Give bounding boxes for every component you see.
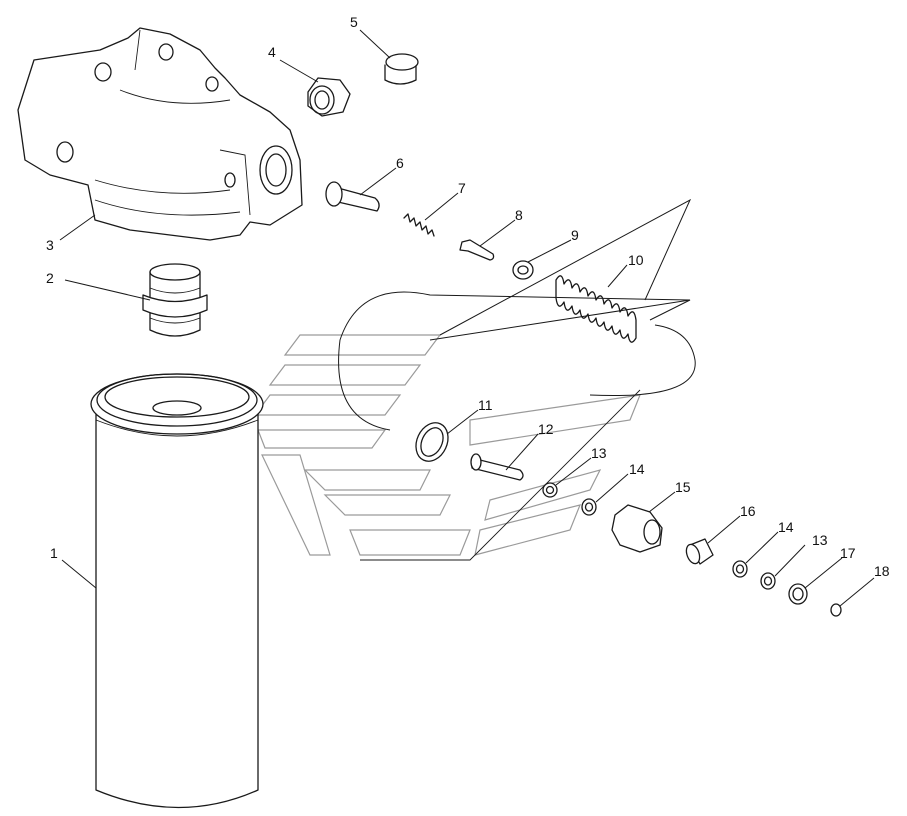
callout-17: 17	[840, 545, 856, 561]
threaded-nipple	[142, 263, 208, 337]
fitting-part-4	[307, 77, 351, 117]
callout-14-upper: 14	[629, 461, 645, 477]
callout-16: 16	[740, 503, 756, 519]
plug-part-5	[384, 53, 419, 85]
spring-part-10	[555, 275, 637, 343]
spring-part-7	[403, 213, 435, 237]
filter-cartridge	[90, 373, 264, 809]
callout-4: 4	[268, 44, 276, 60]
assembly-guide-lines	[338, 198, 696, 431]
callout-1: 1	[50, 545, 58, 561]
callout-6: 6	[396, 155, 404, 171]
callout-14-lower: 14	[778, 519, 794, 535]
washer-part-9	[512, 260, 534, 280]
screw-part-18	[830, 603, 842, 617]
callout-9: 9	[571, 227, 579, 243]
o-ring-part-11	[415, 422, 449, 462]
callout-7: 7	[458, 180, 466, 196]
washer-part-13-lower	[760, 572, 776, 590]
washer-part-14-upper	[581, 498, 597, 516]
callout-18: 18	[874, 563, 890, 579]
washer-part-13-upper	[542, 482, 558, 498]
callout-labels: 1 2 3 4 5 6 7 8 9 10 11 12 13 14 15 16 1…	[46, 14, 890, 579]
callout-15: 15	[675, 479, 691, 495]
callout-13-upper: 13	[591, 445, 607, 461]
callout-3: 3	[46, 237, 54, 253]
sleeve-part-16	[685, 538, 714, 565]
adapter-part-15	[611, 504, 663, 553]
watermark-logo	[253, 334, 641, 561]
nut-part-17	[788, 583, 808, 605]
callout-leaders	[59, 29, 875, 607]
callout-2: 2	[46, 270, 54, 286]
callout-13-lower: 13	[812, 532, 828, 548]
callout-11: 11	[478, 397, 493, 413]
plunger-part-8	[459, 239, 495, 261]
filter-head-housing	[17, 27, 303, 241]
pin-part-6	[325, 181, 380, 212]
washer-part-14-lower	[732, 560, 748, 578]
callout-5: 5	[350, 14, 358, 30]
callout-8: 8	[515, 207, 523, 223]
callout-10: 10	[628, 252, 644, 268]
pin-part-12	[470, 453, 524, 481]
callout-12: 12	[538, 421, 554, 437]
